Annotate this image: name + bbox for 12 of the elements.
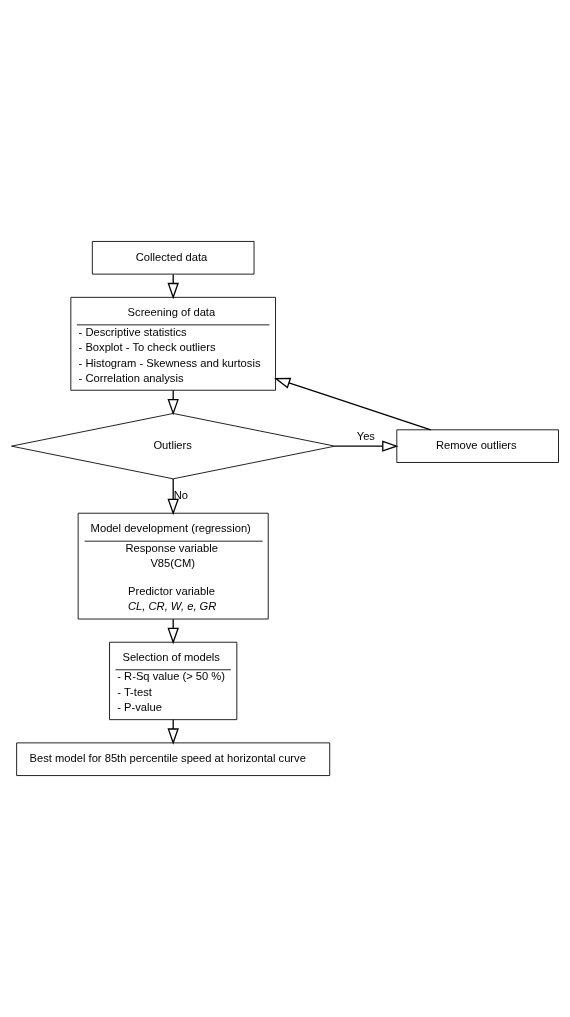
arrow	[334, 440, 399, 452]
node-box: Selection of models - R-Sq value (> 50 %) - T-test - P-value	[109, 641, 238, 721]
node-box: Collected data	[91, 241, 255, 275]
node-diamond: Outliers	[11, 413, 336, 480]
node-box: Screening of data - Descriptive statistics - Boxplot - To check outliers - Histogram - Skewness and kurtosis - Correlation analysis	[70, 296, 276, 391]
arrow	[167, 478, 179, 516]
node-box: Model development (regression) Response variable V85(CM) Predictor variable CL, CR, W, e, GR	[77, 512, 269, 620]
edge-label: Yes	[356, 430, 375, 443]
node-box: Remove outliers	[396, 429, 559, 463]
node-box: Best model for 85th percentile speed at horizontal curve	[16, 742, 331, 776]
arrow	[274, 377, 432, 431]
edge-label: No	[173, 488, 189, 501]
